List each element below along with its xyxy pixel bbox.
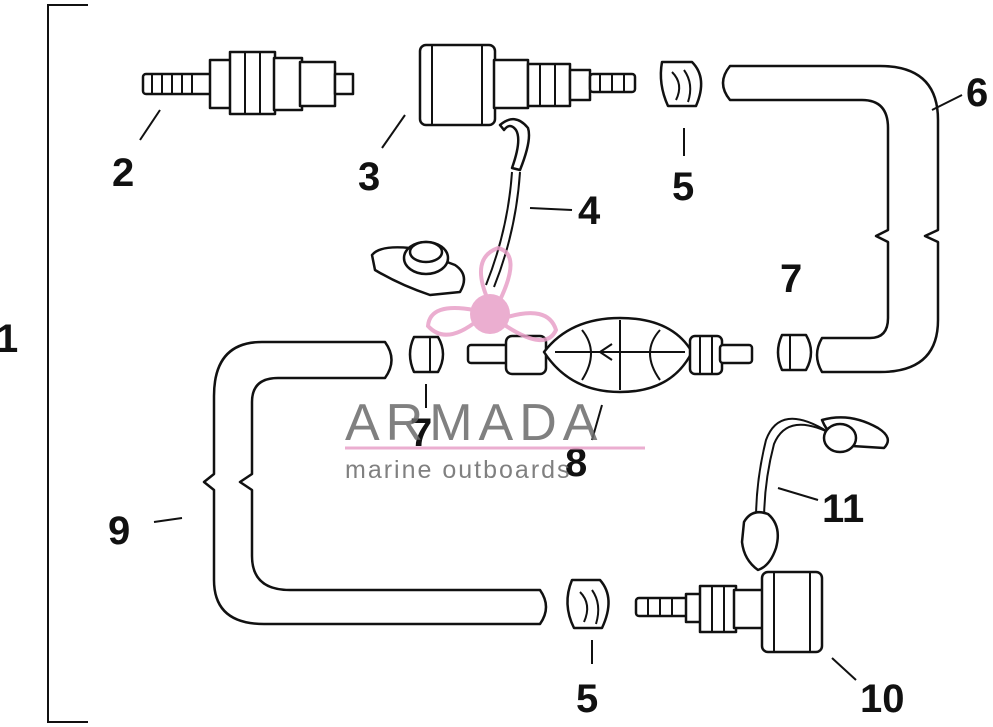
part-8-primer-bulb — [466, 316, 754, 394]
callout-2: 2 — [112, 151, 134, 195]
callout-7-left: 7 — [410, 411, 432, 455]
leader-10 — [831, 657, 857, 681]
callout-8: 8 — [565, 441, 587, 485]
callout-4: 4 — [578, 189, 601, 233]
leader-9 — [153, 517, 183, 523]
part-5-clamp-top — [659, 60, 703, 108]
watermark-brand: ARMADA — [345, 394, 603, 452]
leader-2 — [139, 109, 161, 141]
part-9-fuel-hose — [202, 340, 548, 626]
leader-4 — [529, 207, 573, 211]
part-10-female-connector — [634, 570, 824, 654]
callout-1: 1 — [0, 317, 18, 361]
part-4-tethered-cap — [370, 118, 531, 297]
assembly-bracket — [47, 4, 88, 723]
leader-8 — [591, 404, 603, 441]
part-5-clamp-bottom — [566, 578, 610, 630]
callout-3: 3 — [358, 155, 380, 199]
part-7-clamp-right — [776, 333, 813, 372]
leader-11 — [777, 487, 819, 501]
leader-6 — [931, 94, 963, 111]
part-7-clamp-left — [408, 335, 445, 374]
propeller-icon — [425, 245, 559, 343]
callout-5-top: 5 — [672, 165, 694, 209]
part-2-male-connector — [141, 50, 355, 116]
callout-5-bottom: 5 — [576, 677, 598, 721]
callout-6: 6 — [966, 71, 988, 115]
leader-3 — [381, 114, 406, 149]
part-11-tethered-cap — [740, 416, 890, 572]
part-3-female-connector — [418, 43, 637, 127]
callout-7-right: 7 — [780, 257, 802, 301]
watermark-tagline: marine outboards — [345, 456, 572, 484]
callout-11: 11 — [822, 487, 864, 531]
callout-10: 10 — [860, 677, 905, 721]
part-6-fuel-hose — [721, 64, 940, 374]
callout-9: 9 — [108, 509, 130, 553]
watermark-logo: ARMADA marine outboards — [345, 245, 645, 484]
